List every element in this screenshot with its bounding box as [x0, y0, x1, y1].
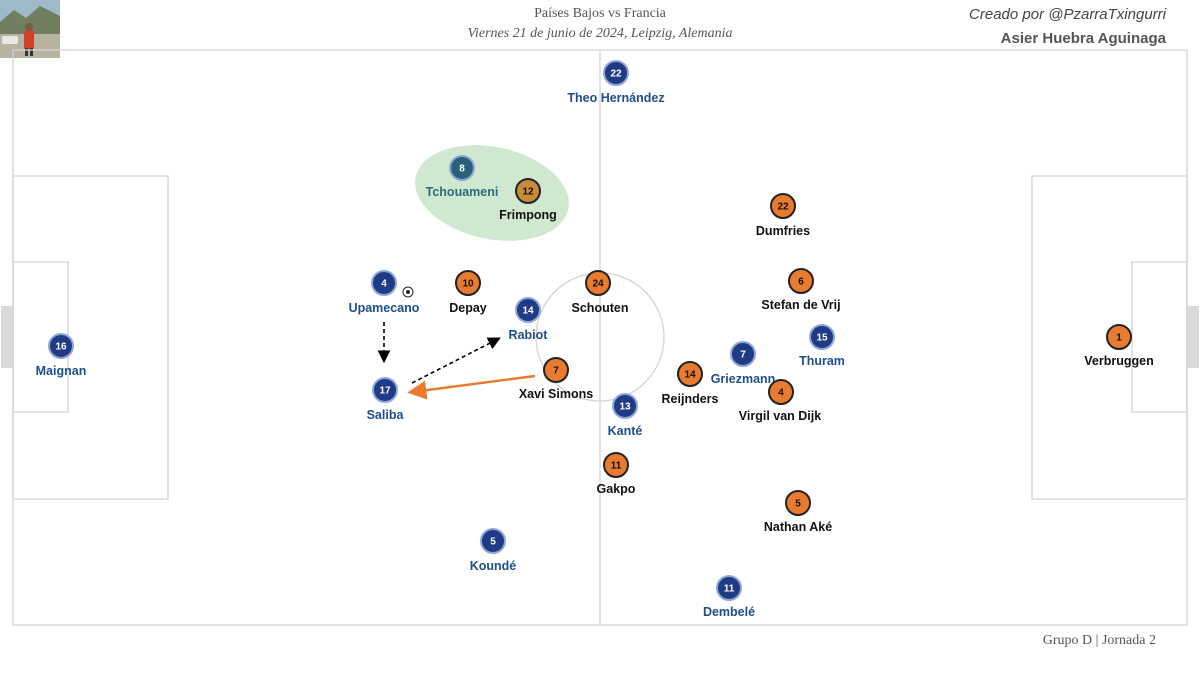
soccer-ball-icon: [403, 287, 413, 297]
player-name: Verbruggen: [1084, 354, 1153, 368]
player-number: 17: [379, 386, 391, 397]
netherlands-player-xavi-simons: 7Xavi Simons: [519, 358, 593, 401]
player-number: 11: [611, 461, 622, 472]
player-name: Dumfries: [756, 224, 810, 238]
player-name: Tchouameni: [426, 185, 499, 199]
player-name: Reijnders: [662, 392, 719, 406]
saliba-rabiot-pass-arrow: [412, 339, 498, 383]
player-number: 15: [816, 333, 828, 344]
player-name: Rabiot: [509, 328, 549, 342]
player-number: 14: [684, 370, 696, 381]
left-goal: [1, 306, 13, 368]
player-name: Virgil van Dijk: [739, 409, 821, 423]
player-name: Koundé: [470, 559, 517, 573]
player-number: 12: [522, 187, 534, 198]
player-name: Griezmann: [711, 372, 776, 386]
player-number: 14: [522, 306, 534, 317]
left-penalty-area: [13, 176, 168, 499]
player-number: 5: [795, 499, 801, 510]
xavi-simons-run-arrow: [412, 376, 535, 392]
player-number: 4: [381, 279, 387, 290]
player-name: Schouten: [572, 301, 629, 315]
player-name: Gakpo: [597, 482, 636, 496]
player-name: Kanté: [608, 424, 643, 438]
player-number: 10: [462, 279, 474, 290]
player-number: 13: [619, 402, 631, 413]
player-name: Upamecano: [349, 301, 420, 315]
player-name: Maignan: [36, 364, 87, 378]
player-number: 1: [1116, 333, 1122, 344]
player-number: 16: [55, 342, 67, 353]
player-number: 6: [798, 277, 804, 288]
player-number: 22: [777, 202, 789, 213]
player-name: Depay: [449, 301, 487, 315]
player-number: 4: [778, 388, 784, 399]
player-number: 5: [490, 537, 496, 548]
pitch-lines: [13, 50, 1187, 625]
player-number: 24: [592, 279, 604, 290]
player-number: 11: [724, 584, 735, 595]
player-number: 7: [740, 350, 746, 361]
player-name: Xavi Simons: [519, 387, 593, 401]
right-goal: [1187, 306, 1199, 368]
player-number: 8: [459, 164, 465, 175]
player-name: Nathan Aké: [764, 520, 832, 534]
player-name: Dembelé: [703, 605, 755, 619]
player-name: Frimpong: [499, 208, 557, 222]
player-number: 22: [610, 69, 622, 80]
player-name: Theo Hernández: [567, 91, 664, 105]
right-goal-area: [1132, 262, 1187, 412]
player-name: Stefan de Vrij: [761, 298, 840, 312]
player-name: Thuram: [799, 354, 845, 368]
player-number: 7: [553, 366, 559, 377]
player-name: Saliba: [367, 408, 405, 422]
